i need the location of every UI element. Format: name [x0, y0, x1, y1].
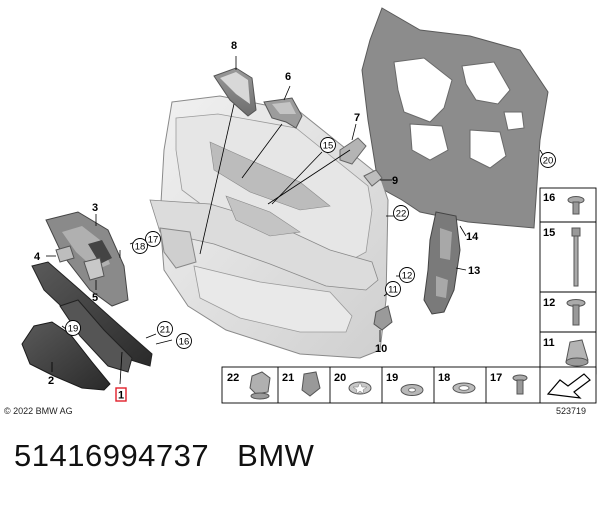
clip-21-icon — [301, 371, 321, 397]
part-20-door-carrier — [361, 7, 549, 229]
part-4-trim — [55, 245, 75, 263]
part-5-insert — [83, 257, 105, 281]
callout-5: 5 — [92, 292, 98, 304]
callout-20: 20 — [543, 156, 554, 167]
part-number: 51416994737 — [14, 438, 210, 473]
callout-9: 9 — [392, 175, 398, 187]
washer-20-icon — [348, 381, 372, 395]
brand-name: BMW — [237, 438, 315, 473]
callout-7: 7 — [354, 112, 360, 124]
legend-bottom-17: 17 — [490, 372, 502, 384]
legend-bottom-22: 22 — [227, 372, 239, 384]
clip-22-icon — [249, 371, 271, 400]
callout-16: 16 — [179, 337, 190, 348]
legend-right-16: 16 — [543, 192, 555, 204]
callout-10: 10 — [375, 343, 387, 355]
callouts-plain: 8 6 7 9 3 4 5 2 14 13 10 — [34, 40, 480, 387]
legend-bottom-20: 20 — [334, 372, 346, 384]
callout-1-highlight: 1 — [115, 387, 127, 402]
callout-17: 17 — [148, 235, 159, 246]
callout-14: 14 — [466, 231, 479, 243]
callout-8: 8 — [231, 40, 237, 52]
callout-21: 21 — [160, 325, 171, 336]
nut-11-icon — [565, 339, 589, 367]
diagram-reference-number: 523719 — [556, 406, 587, 416]
part-1-trim-strip — [31, 261, 153, 373]
part-number-caption: 51416994737 BMW — [14, 438, 314, 474]
highlight-box — [115, 387, 127, 402]
part-7-cover — [339, 137, 367, 165]
callout-11: 11 — [388, 285, 398, 296]
legend-bottom-21: 21 — [282, 372, 294, 384]
legend-right-12: 12 — [543, 297, 555, 309]
screw-17-icon — [512, 374, 528, 395]
callout-6: 6 — [285, 71, 291, 83]
door-trim-panel — [149, 95, 389, 359]
callout-15: 15 — [323, 141, 334, 152]
callout-18: 18 — [135, 242, 146, 253]
direction-arrow-icon — [546, 373, 591, 399]
callout-2: 2 — [48, 375, 54, 387]
legend-bottom-19: 19 — [386, 372, 398, 384]
callouts-circled-text: 15 22 12 11 17 18 21 16 19 20 — [68, 141, 554, 348]
part-6-bracket — [263, 97, 303, 129]
legend-right: 16 15 12 11 — [539, 187, 597, 375]
legend-bottom: 22 21 20 19 18 17 — [221, 366, 597, 404]
part-8-cover — [213, 67, 257, 117]
part-2-lower-trim — [21, 321, 111, 391]
callout-12: 12 — [402, 271, 413, 282]
part-10-clip — [373, 305, 393, 331]
callout-19: 19 — [68, 324, 79, 335]
callout-4: 4 — [34, 251, 41, 263]
callout-1: 1 — [118, 390, 124, 402]
legend-right-11: 11 — [543, 337, 555, 349]
callout-13: 13 — [468, 265, 480, 277]
legend-right-15: 15 — [543, 227, 555, 239]
callout-22: 22 — [396, 209, 407, 220]
copyright-text: © 2022 BMW AG — [4, 406, 73, 416]
screw-16-icon — [567, 196, 585, 215]
part-9-clip — [363, 169, 383, 187]
legend-bottom-18: 18 — [438, 372, 450, 384]
callout-3: 3 — [92, 202, 98, 214]
screw-12-icon — [566, 299, 586, 326]
part-13-bracket — [423, 211, 461, 315]
bolt-15-icon — [571, 227, 581, 287]
callouts-circled — [65, 137, 556, 349]
washer-19-icon — [400, 384, 424, 396]
washer-18-icon — [452, 382, 476, 394]
